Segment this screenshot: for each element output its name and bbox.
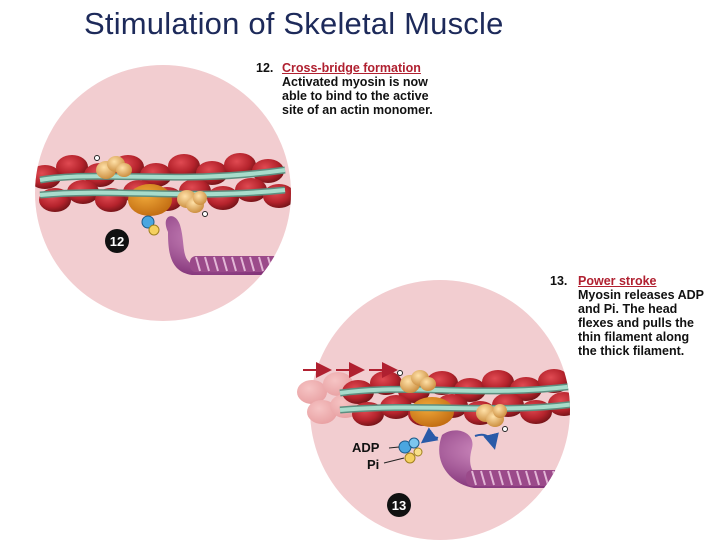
step-13-body-line-5: the thick filament.	[578, 344, 720, 358]
myosin-tail-coil-13	[466, 470, 576, 486]
step-12-number: 12.	[256, 61, 273, 75]
step-13-title: Power stroke	[578, 274, 657, 288]
step-12-body-line-2: able to bind to the active	[282, 89, 492, 103]
step-13-number: 13.	[550, 274, 567, 288]
step-13-body-line-3: flexes and pulls the	[578, 316, 720, 330]
active-site-13	[410, 397, 454, 427]
pi-molecule-12	[149, 225, 159, 235]
panel-13-illustration: ADP Pi 13	[297, 280, 580, 540]
step-badge-12: 12	[105, 229, 129, 253]
adp-label: ADP	[352, 440, 380, 455]
step-13-body-line-4: thin filament along	[578, 330, 720, 344]
step-12-title: Cross-bridge formation	[282, 61, 421, 75]
pi-label: Pi	[367, 457, 379, 472]
active-site-12	[128, 184, 172, 216]
step-13-caption: 13. Power stroke Myosin releases ADP and…	[550, 274, 720, 358]
step-13-body-line-1: Myosin releases ADP	[578, 288, 720, 302]
step-12-caption: 12. Cross-bridge formation Activated myo…	[256, 61, 492, 117]
myosin-tail-coil-12	[190, 256, 290, 272]
step-12-body-line-3: site of an actin monomer.	[282, 103, 492, 117]
svg-text:13: 13	[392, 498, 406, 513]
svg-text:12: 12	[110, 234, 124, 249]
step-13-body-line-2: and Pi. The head	[578, 302, 720, 316]
step-12-body-line-1: Activated myosin is now	[282, 75, 492, 89]
pi-molecule-13	[405, 453, 415, 463]
step-badge-13: 13	[387, 493, 411, 517]
